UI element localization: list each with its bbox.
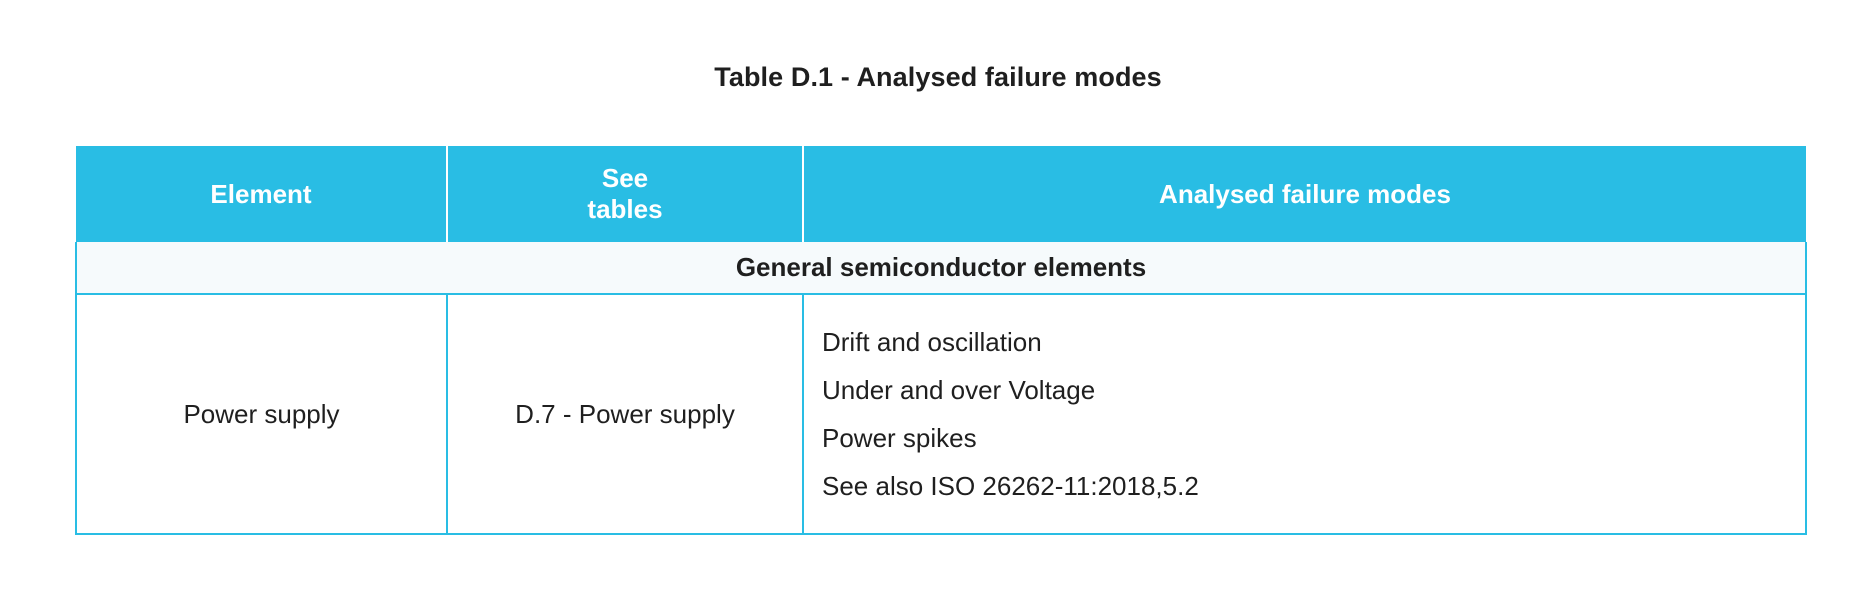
column-header-see-tables-line1: See: [601, 163, 649, 194]
failure-mode-item: Drift and oscillation: [822, 327, 1042, 357]
group-band-row: General semiconductor elements: [75, 242, 1807, 295]
analysed-failure-modes-table: Element See tables Analysed failure mode…: [75, 146, 1807, 535]
failure-mode-item: Power spikes: [822, 423, 977, 453]
column-header-analysed-failure-modes: Analysed failure modes: [803, 146, 1806, 242]
table-body: General semiconductor elements Power sup…: [75, 242, 1807, 535]
table-row: Power supply D.7 - Power supply Drift an…: [75, 293, 1807, 535]
header-row: Element See tables Analysed failure mode…: [76, 146, 1806, 242]
column-header-see-tables: See tables: [447, 146, 804, 242]
column-header-element: Element: [76, 146, 448, 242]
group-band-general-semiconductor-elements: General semiconductor elements: [75, 242, 1807, 295]
failure-mode-item: Under and over Voltage: [822, 375, 1096, 405]
column-header-see-tables-line2: tables: [587, 194, 663, 224]
failure-modes-list: Drift and oscillation Under and over Vol…: [822, 318, 1787, 510]
table-header: Element See tables Analysed failure mode…: [76, 146, 1806, 242]
table-caption: Table D.1 - Analysed failure modes: [714, 62, 1162, 92]
failure-mode-item: See also ISO 26262-11:2018,5.2: [822, 471, 1199, 501]
cell-analysed-failure-modes: Drift and oscillation Under and over Vol…: [802, 293, 1807, 535]
cell-see-tables-reference: D.7 - Power supply: [446, 293, 804, 535]
cell-element-power-supply: Power supply: [75, 293, 448, 535]
